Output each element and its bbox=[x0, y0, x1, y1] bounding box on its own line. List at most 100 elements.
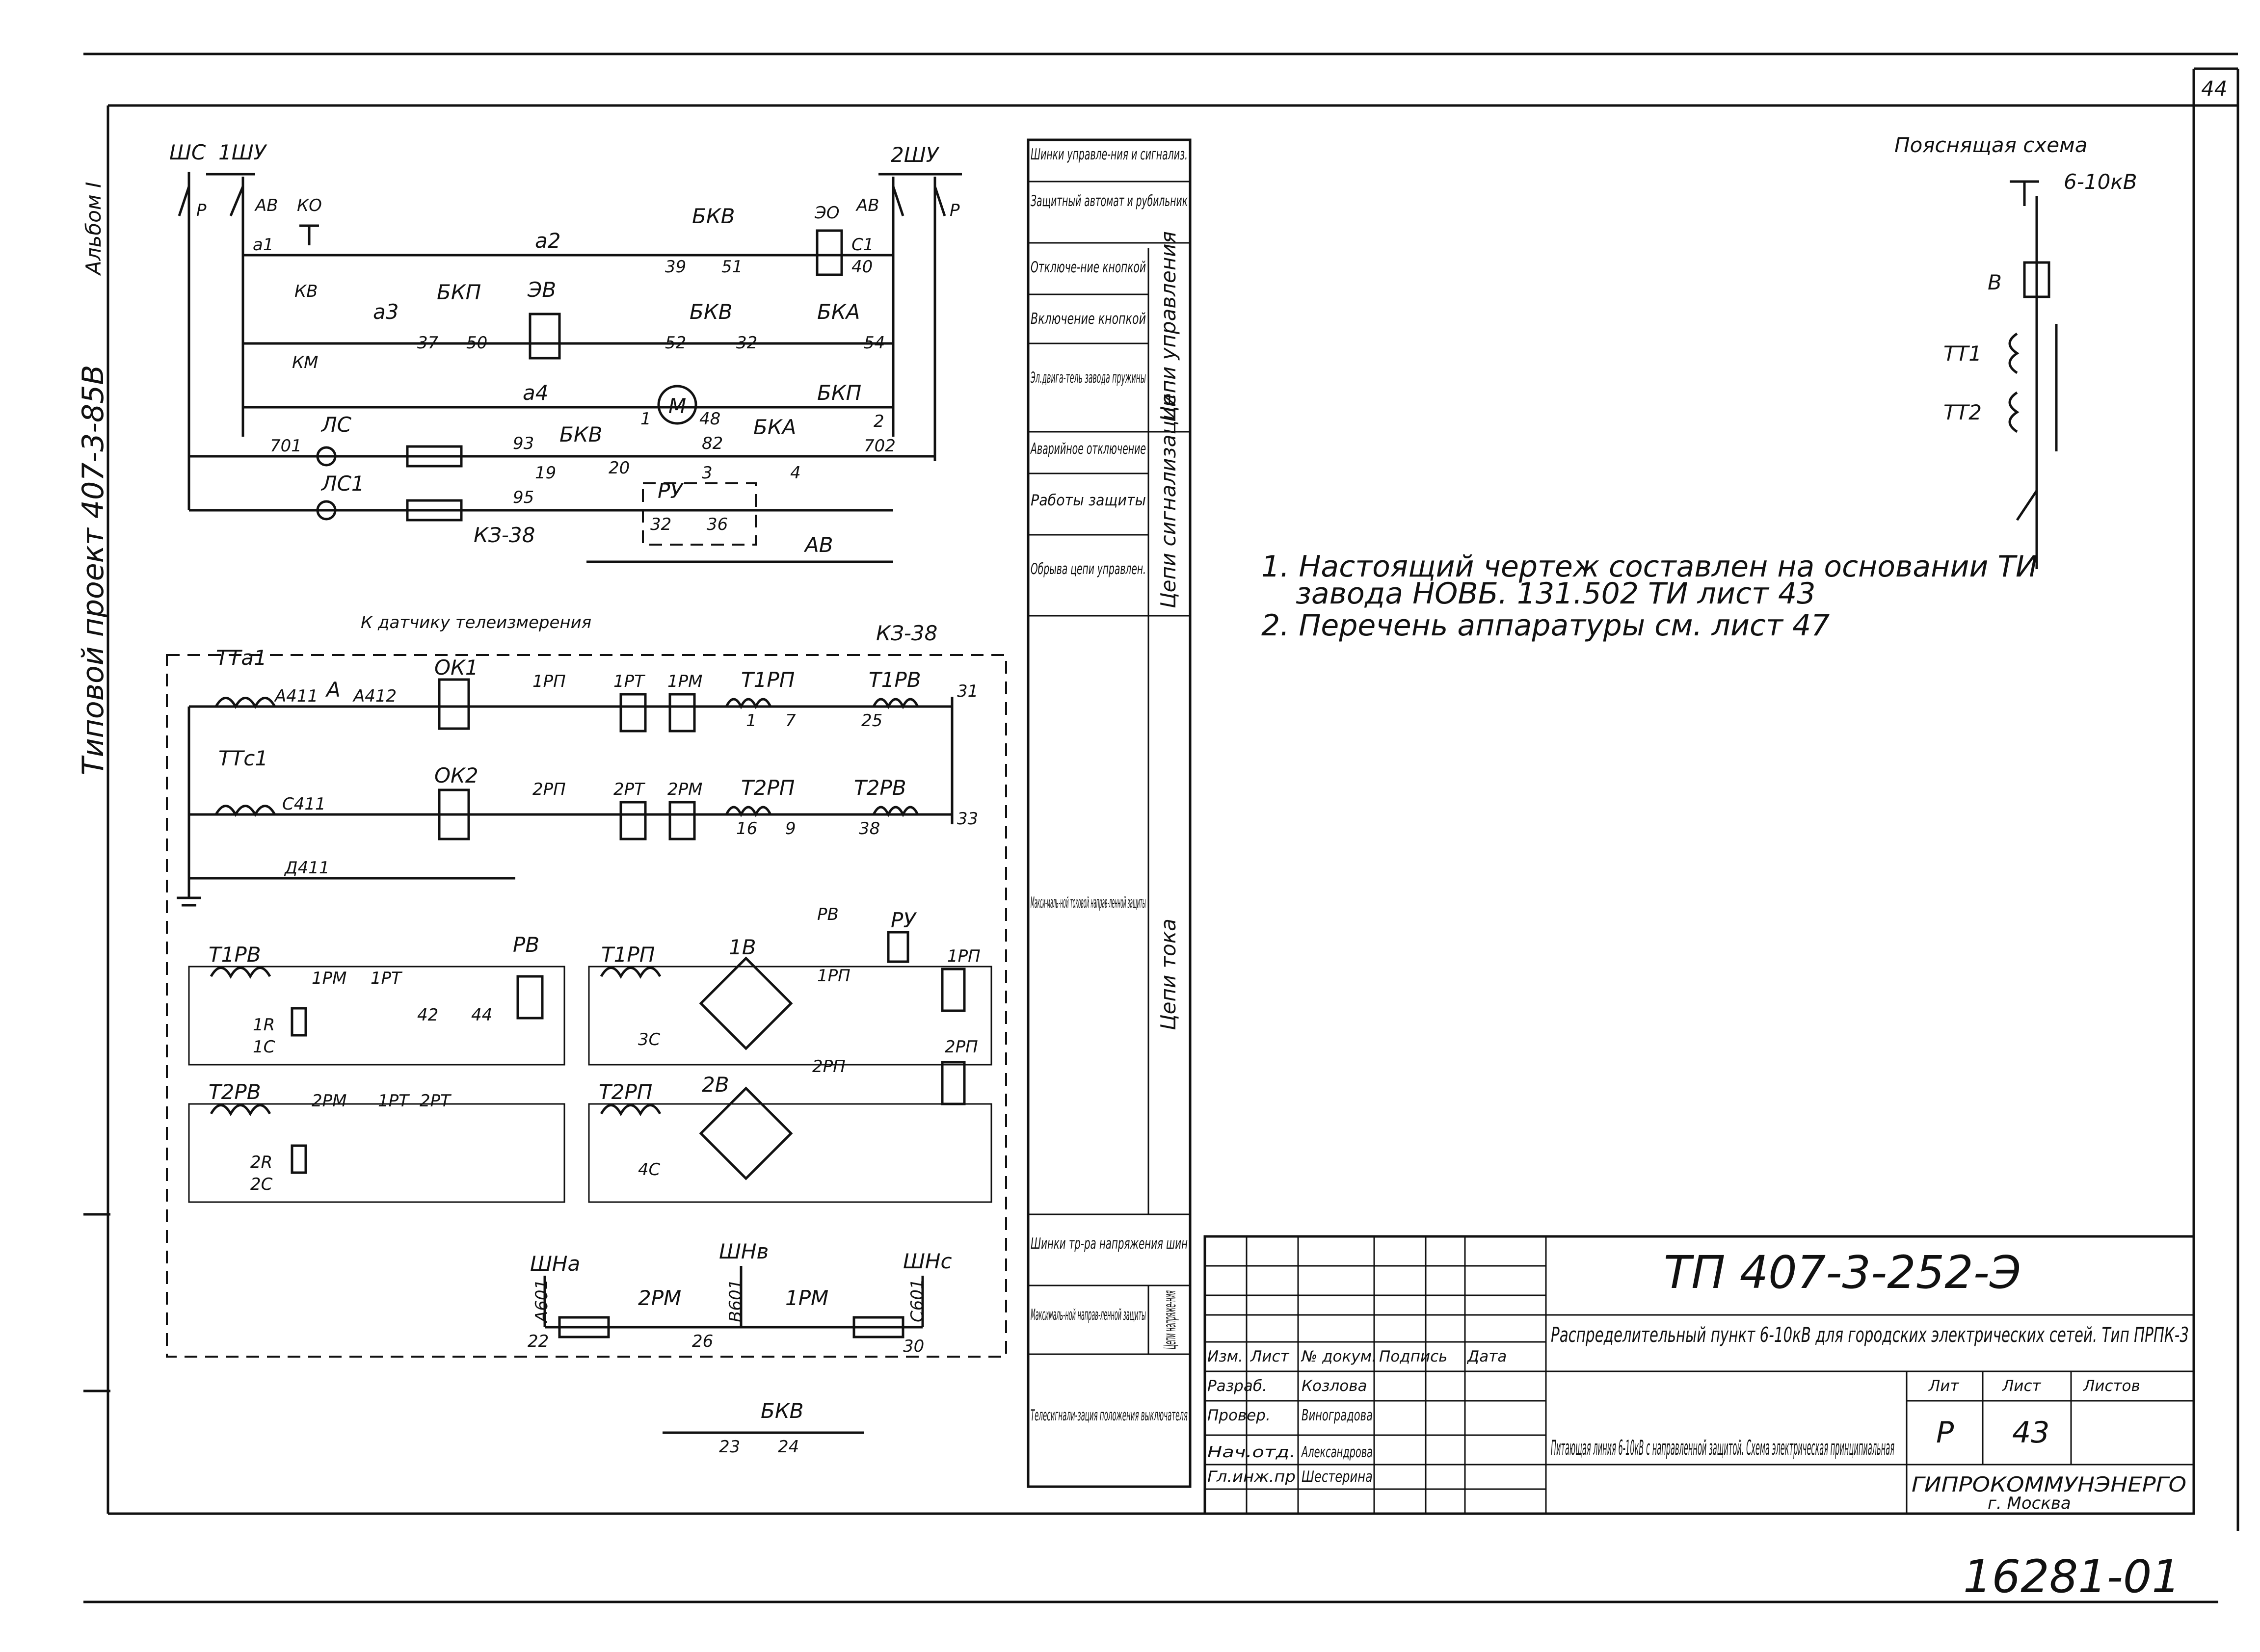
name-2: Виноградова bbox=[1302, 1407, 1373, 1424]
label-2rt-a: 2РТ bbox=[613, 780, 645, 799]
wire-33: 33 bbox=[957, 809, 978, 829]
col-header-doc: № докум. bbox=[1301, 1348, 1377, 1365]
wire-c1: С1 bbox=[851, 235, 874, 255]
legend-group-control: Цепи управления bbox=[1156, 231, 1180, 422]
legend-row-11: Максималь-ной направ-ленной защиты bbox=[1031, 1306, 1146, 1324]
org-title: Распределительный пункт 6-10кВ для город… bbox=[1551, 1323, 2189, 1347]
label-1rt-c: 1РТ bbox=[378, 1091, 410, 1111]
col-header-sign: Подпись bbox=[1379, 1348, 1447, 1365]
label-2rm-c: 2РМ bbox=[638, 1286, 681, 1310]
label-1rm-c: 1РМ bbox=[785, 1286, 828, 1310]
note-1b: завода НОВБ. 131.502 ТИ лист 43 bbox=[1296, 577, 1815, 611]
wire-38: 38 bbox=[859, 819, 880, 839]
label-1r: 1R bbox=[253, 1015, 275, 1035]
wire-95: 95 bbox=[513, 488, 534, 507]
role-4: Гл.инж.пр bbox=[1207, 1468, 1296, 1486]
control-circuit: ШС 1ШУ 2ШУ Р АВ АВ Р КО а1 а2 БКВ 39 51 … bbox=[169, 140, 962, 563]
col-header-list: Лист bbox=[1250, 1348, 1290, 1365]
legend-row-3: Отключе-ние кнопкой bbox=[1031, 259, 1146, 276]
label-motor: М bbox=[668, 394, 686, 418]
legend-row-10: Шинки тр-ра напряжения шин bbox=[1031, 1235, 1188, 1253]
col-header-izm: Изм. bbox=[1207, 1348, 1243, 1365]
label-shnc: ШНс bbox=[903, 1249, 952, 1273]
label-ab-right: АВ bbox=[855, 196, 879, 215]
wire-19: 19 bbox=[535, 463, 556, 483]
wire-a3: а3 bbox=[373, 300, 399, 324]
legend-table: Шинки управле-ния и сигнализ. Защитный а… bbox=[1027, 138, 1192, 1488]
label-2c: 2С bbox=[250, 1175, 273, 1194]
label-1c: 1С bbox=[253, 1037, 275, 1057]
col-header-date: Дата bbox=[1466, 1348, 1507, 1365]
label-tta1: ТТа1 bbox=[216, 646, 267, 670]
wire-701: 701 bbox=[270, 436, 302, 456]
label-bkv-2: БКВ bbox=[690, 300, 732, 324]
wire-a1: а1 bbox=[253, 235, 273, 255]
label-2rm-a: 2РМ bbox=[667, 780, 702, 799]
note-2: 2. Перечень аппаратуры см. лист 47 bbox=[1261, 608, 1830, 643]
note-1: 1. Настоящий чертеж составлен на основан… bbox=[1261, 550, 2038, 584]
wire-702: 702 bbox=[864, 436, 896, 456]
wire-31: 31 bbox=[957, 682, 978, 701]
label-1rt-a: 1РТ bbox=[613, 672, 645, 691]
label-ru-b: РУ bbox=[891, 908, 917, 932]
label-1rt-b: 1РТ bbox=[371, 969, 402, 988]
label-t1rp-a: Т1РП bbox=[741, 668, 795, 692]
label-t1rv-a: Т1РВ bbox=[869, 668, 921, 692]
explanatory-ct2: ТТ2 bbox=[1943, 400, 1982, 424]
label-rv-contact: РВ bbox=[817, 905, 839, 924]
label-ab-left: АВ bbox=[254, 196, 278, 215]
explanatory-ct1: ТТ1 bbox=[1943, 341, 1982, 366]
label-2rp-b: 2РП bbox=[812, 1057, 846, 1076]
label-1rp-c: 1РП bbox=[947, 946, 981, 966]
wire-22: 22 bbox=[528, 1332, 549, 1351]
label-2rp-a: 2РП bbox=[532, 780, 566, 799]
label-shu1: 1ШУ bbox=[218, 140, 267, 164]
wire-a412: А412 bbox=[352, 686, 397, 706]
label-ttc1: ТТс1 bbox=[218, 746, 268, 770]
label-bka-1: БКА bbox=[817, 300, 860, 324]
wire-3: 3 bbox=[702, 463, 713, 483]
legend-group-current: Цепи тока bbox=[1156, 918, 1180, 1030]
label-bkp-2: БКП bbox=[817, 381, 861, 405]
explanatory-voltage: 6-10кВ bbox=[2064, 170, 2137, 194]
label-2rt-b: 2РТ bbox=[420, 1091, 452, 1111]
wire-26: 26 bbox=[692, 1332, 713, 1351]
project-label: Типовой проект 407-3-85В bbox=[76, 365, 110, 775]
role-2: Провер. bbox=[1207, 1407, 1271, 1424]
wire-23: 23 bbox=[719, 1437, 740, 1457]
wire-30: 30 bbox=[903, 1337, 924, 1356]
label-kz38-a: КЗ-38 bbox=[474, 523, 535, 547]
wire-9: 9 bbox=[785, 819, 796, 839]
sheet-value: 43 bbox=[2012, 1416, 2049, 1450]
org-name: ГИПРОКОММУНЭНЕРГО bbox=[1912, 1472, 2186, 1496]
label-1rm-a: 1РМ bbox=[667, 672, 702, 691]
legend-group-signal: Цепи сигнализации bbox=[1156, 393, 1180, 608]
wire-2: 2 bbox=[874, 412, 884, 431]
label-t2rp-b: Т2РП bbox=[599, 1080, 652, 1104]
wire-d411: Д411 bbox=[284, 858, 329, 878]
label-eo: ЭО bbox=[814, 203, 840, 223]
label-p-left: Р bbox=[196, 201, 207, 220]
label-shu2: 2ШУ bbox=[891, 143, 940, 167]
wire-51: 51 bbox=[721, 257, 743, 277]
label-km: КМ bbox=[292, 353, 318, 372]
wire-a411: А411 bbox=[274, 686, 318, 706]
legend-row-9: Макси-маль-ной токовой направ-ленной защ… bbox=[1031, 894, 1146, 912]
notes: 1. Настоящий чертеж составлен на основан… bbox=[1261, 550, 2038, 643]
label-to-telemeter: К датчику телеизмерения bbox=[361, 613, 591, 632]
explanatory-breaker: В bbox=[1988, 270, 2002, 294]
legend-group-voltage: Цепи напряже-ния bbox=[1160, 1290, 1180, 1349]
label-3c: 3С bbox=[638, 1030, 661, 1049]
wire-25: 25 bbox=[861, 711, 882, 731]
album-label: Альбом I bbox=[81, 182, 106, 276]
wire-37: 37 bbox=[417, 333, 439, 353]
label-kv: КВ bbox=[294, 282, 318, 301]
label-2b: 2В bbox=[702, 1073, 729, 1097]
label-ru: РУ bbox=[658, 479, 684, 503]
name-4: Шестерина bbox=[1302, 1468, 1373, 1486]
page-number: 44 bbox=[2201, 77, 2227, 101]
title-block: ТП 407-3-252-Э Распределительный пункт 6… bbox=[1203, 1235, 2195, 1515]
label-shna: ШНа bbox=[530, 1252, 580, 1276]
wire-39: 39 bbox=[665, 257, 686, 277]
